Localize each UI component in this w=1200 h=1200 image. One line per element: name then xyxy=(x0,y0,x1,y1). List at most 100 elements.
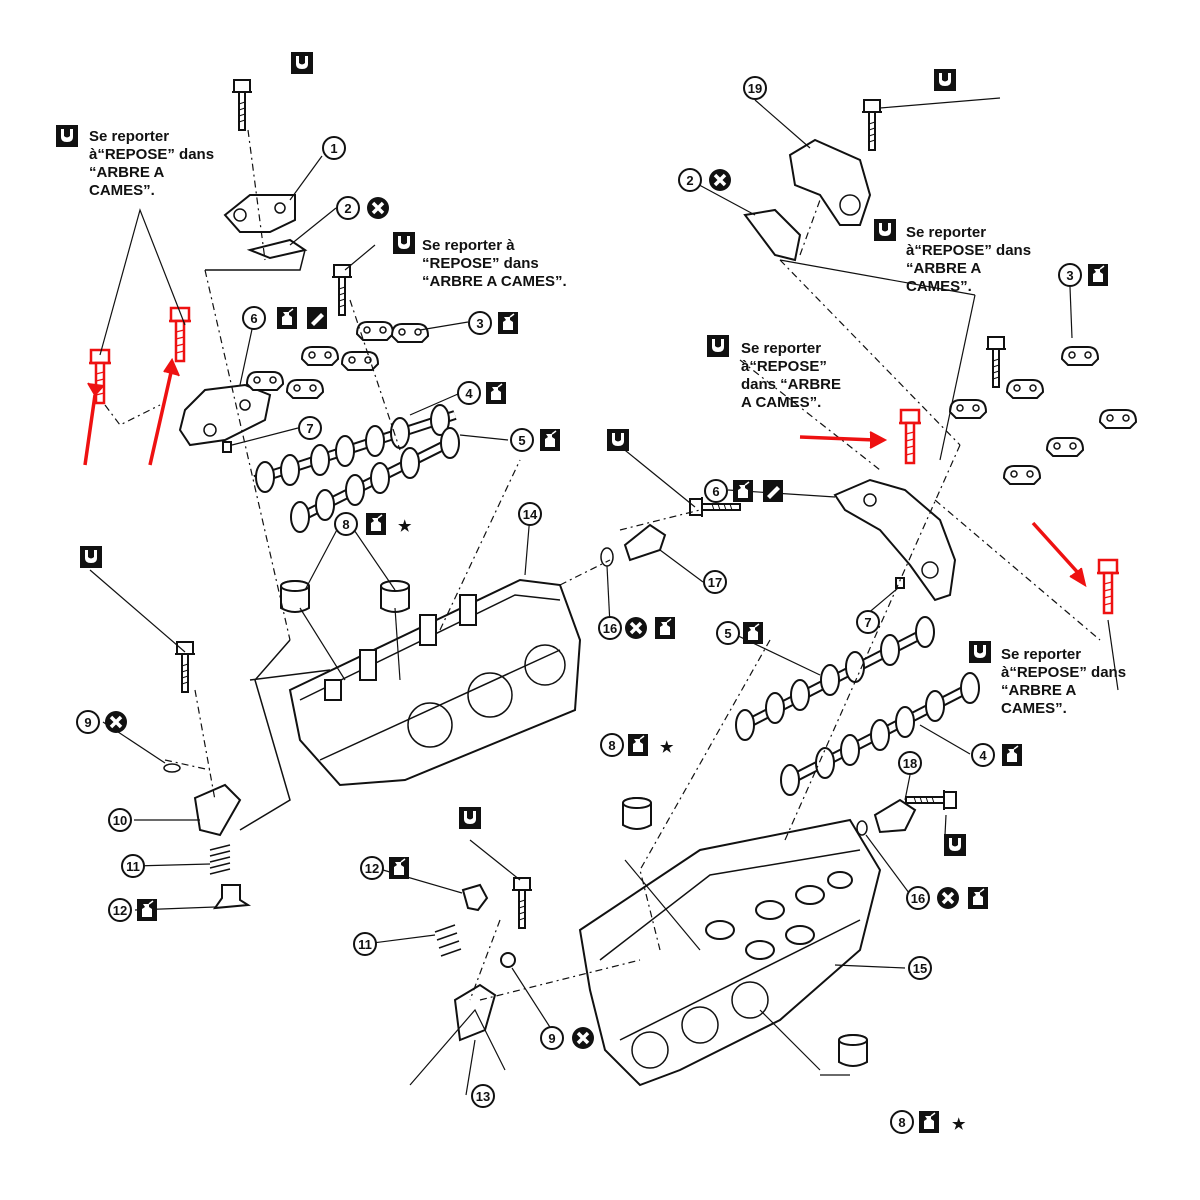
note-line: “ARBRE A xyxy=(1001,682,1076,699)
note-camshaft-ref-d: Se reporter à“REPOSE” dans “ARBRE A CAME… xyxy=(707,335,841,411)
callout-number: 14 xyxy=(523,507,538,522)
left-cylinder-head xyxy=(288,578,582,787)
torque-wrench-icon xyxy=(607,429,629,451)
oil-can-icon xyxy=(136,898,158,922)
note-line: “ARBRE A xyxy=(906,260,981,277)
camshaft-position-sensor-18 xyxy=(873,798,917,834)
discard-part-icon xyxy=(623,615,649,641)
callout-number: 6 xyxy=(712,484,719,499)
torque-wrench-icon xyxy=(80,546,102,568)
right-plug xyxy=(461,883,489,912)
callout-number: 8 xyxy=(898,1115,905,1130)
dowel-pin-right xyxy=(895,577,905,589)
callout-11-right: 11 xyxy=(353,932,377,956)
left-intake-camshaft xyxy=(290,427,460,533)
note-line: à“REPOSE” xyxy=(741,358,827,375)
left-spring xyxy=(209,844,231,875)
callout-number: 10 xyxy=(113,813,127,828)
callout-number: 8 xyxy=(608,738,615,753)
callout-number: 16 xyxy=(603,621,617,636)
right-timing-chain-guide xyxy=(788,138,872,226)
callout-number: 13 xyxy=(476,1089,490,1104)
callout-6-left: 6 xyxy=(242,306,266,330)
note-line: à“REPOSE” dans xyxy=(89,146,214,163)
callout-number: 19 xyxy=(748,81,762,96)
right-spring xyxy=(434,924,462,957)
callout-15: 15 xyxy=(908,956,932,980)
note-line: “ARBRE A CAMES”. xyxy=(422,273,567,290)
sealant-icon xyxy=(763,480,783,502)
left-cap-bolt xyxy=(331,264,353,316)
callout-18: 18 xyxy=(898,751,922,775)
callout-number: 5 xyxy=(518,433,525,448)
callout-number: 8 xyxy=(342,517,349,532)
callout-7-left: 7 xyxy=(298,416,322,440)
discard-part-icon xyxy=(935,885,961,911)
callout-number: 7 xyxy=(864,615,871,630)
callout-4-left: 4 xyxy=(457,381,481,405)
oil-can-icon xyxy=(1087,263,1109,287)
callout-9-right: 9 xyxy=(540,1026,564,1050)
oil-can-icon xyxy=(365,512,387,536)
callout-8-bottom: 8 xyxy=(890,1110,914,1134)
right-valve-body xyxy=(453,983,497,1042)
right-red-bolt-2 xyxy=(1095,558,1121,615)
note-line: A CAMES”. xyxy=(741,394,821,411)
red-arrow-2 xyxy=(148,367,174,466)
left-red-bolt-2 xyxy=(167,306,193,363)
oil-can-icon xyxy=(276,306,298,330)
callout-number: 15 xyxy=(913,961,927,976)
torque-wrench-icon xyxy=(934,69,956,91)
note-line: Se reporter xyxy=(89,128,169,145)
left-lifter-1 xyxy=(280,580,310,613)
red-arrow-3 xyxy=(799,435,876,442)
oil-can-icon xyxy=(388,856,410,880)
right-solenoid-bolt xyxy=(511,877,533,929)
callout-6-right: 6 xyxy=(704,479,728,503)
note-camshaft-ref-c: Se reporter à“REPOSE” dans “ARBRE A CAME… xyxy=(874,219,1031,295)
left-valve-body xyxy=(193,783,242,837)
oil-can-icon xyxy=(485,381,507,405)
oil-can-icon xyxy=(918,1110,940,1134)
left-gasket xyxy=(246,238,308,260)
left-lifter-2 xyxy=(380,580,410,613)
left-camshaft-bracket xyxy=(178,383,272,453)
camshaft-position-sensor-17 xyxy=(623,496,741,562)
callout-number: 2 xyxy=(344,201,351,216)
oil-can-icon xyxy=(742,621,764,645)
callout-number: 4 xyxy=(465,386,473,401)
right-camshaft-bracket xyxy=(833,478,957,602)
callout-number: 2 xyxy=(686,173,693,188)
oil-can-icon xyxy=(1001,743,1023,767)
callout-number: 11 xyxy=(126,859,140,874)
callout-3-right: 3 xyxy=(1058,263,1082,287)
callout-number: 6 xyxy=(250,311,257,326)
right-intake-camshaft xyxy=(735,616,935,741)
torque-wrench-icon xyxy=(56,125,78,147)
callout-14: 14 xyxy=(518,502,542,526)
right-cylinder-head xyxy=(578,818,882,1087)
star-symbol: ★ xyxy=(952,1116,966,1133)
callout-number: 12 xyxy=(113,903,127,918)
sensor-bolt-right xyxy=(905,789,957,811)
callout-number: 9 xyxy=(84,715,91,730)
left-o-ring xyxy=(163,763,181,773)
callout-2-right: 2 xyxy=(678,168,702,192)
callout-3-left: 3 xyxy=(468,311,492,335)
note-line: dans “ARBRE xyxy=(741,376,841,393)
discard-part-icon xyxy=(103,709,129,735)
torque-wrench-icon xyxy=(459,807,481,829)
note-line: à“REPOSE” dans xyxy=(1001,664,1126,681)
oil-can-icon xyxy=(732,479,754,503)
note-line: Se reporter xyxy=(1001,646,1081,663)
right-o-ring xyxy=(500,952,516,968)
callout-16-right: 16 xyxy=(906,886,930,910)
left-plug xyxy=(212,884,252,910)
sensor-o-ring-left xyxy=(600,547,614,567)
note-camshaft-ref-a: Se reporter à“REPOSE” dans “ARBRE A CAME… xyxy=(56,125,214,199)
callout-13: 13 xyxy=(471,1084,495,1108)
callout-7-right: 7 xyxy=(856,610,880,634)
callout-number: 18 xyxy=(903,756,917,771)
callout-number: 1 xyxy=(330,141,337,156)
discard-part-icon xyxy=(365,195,391,221)
